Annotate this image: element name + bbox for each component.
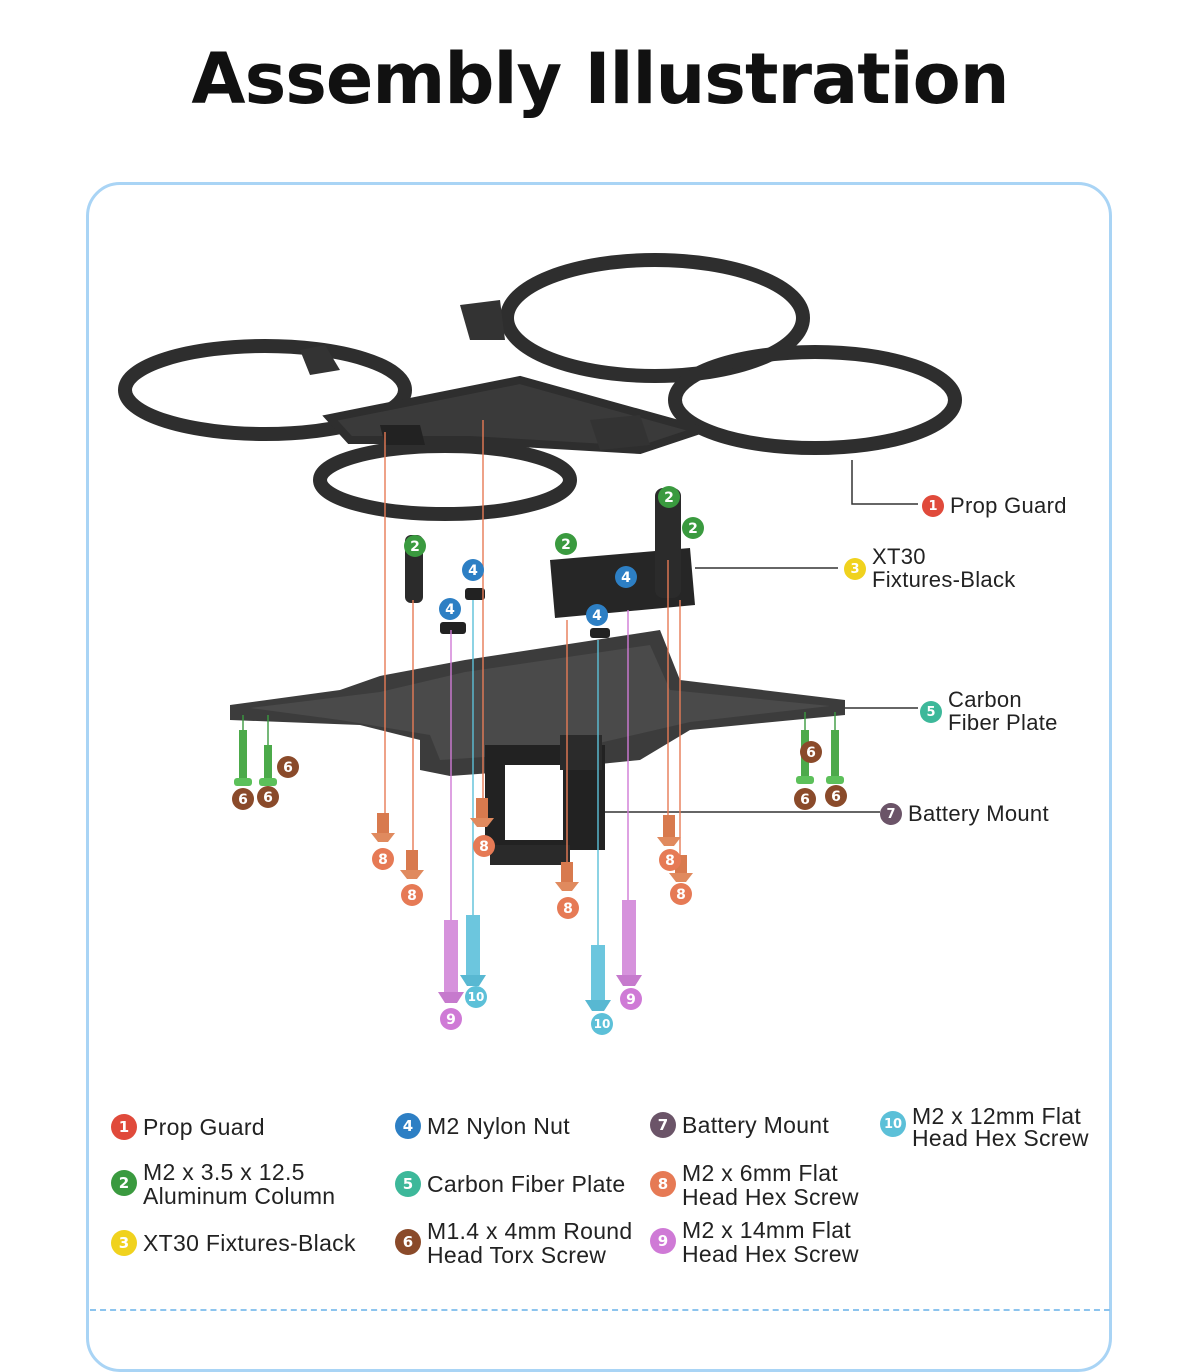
legend-label: M2 x 12mm Flat Head Hex Screw xyxy=(912,1103,1089,1151)
badge-6-c: 6 xyxy=(257,786,279,808)
svg-text:6: 6 xyxy=(831,789,841,805)
legend-item-carbon-plate: 5 Carbon Fiber Plate xyxy=(395,1169,625,1197)
svg-text:2: 2 xyxy=(664,490,674,506)
legend-label: Battery Mount xyxy=(682,1112,830,1138)
badge-8-b: 8 xyxy=(401,884,423,906)
callout-label: Battery Mount xyxy=(908,800,1049,826)
badge-2-a: 2 xyxy=(404,535,426,557)
legend-badge: 4 xyxy=(395,1113,421,1139)
badge-9-a: 9 xyxy=(440,1008,462,1030)
dashed-divider xyxy=(90,1309,1110,1311)
badge-6-e: 6 xyxy=(794,788,816,810)
legend-label: M2 x 6mm Flat Head Hex Screw xyxy=(682,1160,859,1210)
badge-6-a: 6 xyxy=(277,756,299,778)
legend-label: M2 Nylon Nut xyxy=(427,1113,570,1139)
legend-badge: 1 xyxy=(111,1114,137,1140)
badge-8-e: 8 xyxy=(659,849,681,871)
callout-carbon-plate: 5 Carbon Fiber Plate xyxy=(920,688,1058,734)
callout-label: XT30 Fixtures-Black xyxy=(872,544,1016,592)
badge-4-b: 4 xyxy=(439,598,461,620)
legend-badge: 6 xyxy=(395,1229,421,1255)
legend-item-aluminum-column: 2 M2 x 3.5 x 12.5 Aluminum Column xyxy=(111,1160,335,1208)
badge-10-a: 10 xyxy=(465,986,487,1008)
carbon-plate-drawing xyxy=(230,630,845,776)
badge-6-d: 6 xyxy=(800,741,822,763)
legend-badge: 7 xyxy=(650,1112,676,1138)
legend-item-xt30: 3 XT30 Fixtures-Black xyxy=(111,1228,356,1256)
badge-2-d: 2 xyxy=(682,517,704,539)
svg-text:8: 8 xyxy=(665,853,675,869)
legend-label: M2 x 14mm Flat Head Hex Screw xyxy=(682,1217,859,1267)
legend-item-flat-screw-12mm: 10 M2 x 12mm Flat Head Hex Screw xyxy=(880,1103,1089,1151)
legend-label: M2 x 3.5 x 12.5 Aluminum Column xyxy=(143,1159,336,1209)
svg-text:2: 2 xyxy=(688,521,698,537)
svg-text:10: 10 xyxy=(594,1017,611,1031)
callout-badge: 5 xyxy=(920,701,942,723)
svg-text:4: 4 xyxy=(468,563,478,579)
svg-text:8: 8 xyxy=(479,839,489,855)
svg-text:2: 2 xyxy=(410,539,420,555)
legend-item-flat-screw-6mm: 8 M2 x 6mm Flat Head Hex Screw xyxy=(650,1161,859,1209)
legend-badge: 8 xyxy=(650,1171,676,1197)
svg-text:6: 6 xyxy=(283,760,293,776)
badge-10-b: 10 xyxy=(591,1013,613,1035)
page-title: Assembly Illustration xyxy=(191,38,1009,120)
svg-text:4: 4 xyxy=(621,570,631,586)
legend-label: Prop Guard xyxy=(143,1114,265,1140)
legend-label: Carbon Fiber Plate xyxy=(427,1171,626,1197)
legend-badge: 10 xyxy=(880,1111,906,1137)
callout-label: Prop Guard xyxy=(950,492,1067,518)
badge-6-f: 6 xyxy=(825,785,847,807)
svg-text:6: 6 xyxy=(263,790,273,806)
callout-badge: 3 xyxy=(844,558,866,580)
prop-guard-drawing xyxy=(118,253,962,521)
badge-4-c: 4 xyxy=(615,566,637,588)
legend-item-prop-guard: 1 Prop Guard xyxy=(111,1112,265,1140)
callout-badge: 1 xyxy=(922,495,944,517)
badge-4-d: 4 xyxy=(586,604,608,626)
badge-9-b: 9 xyxy=(620,988,642,1010)
legend-badge: 2 xyxy=(111,1170,137,1196)
legend-badge: 3 xyxy=(111,1230,137,1256)
svg-text:6: 6 xyxy=(238,792,248,808)
callout-battery-mount: 7 Battery Mount xyxy=(880,801,1049,825)
svg-text:9: 9 xyxy=(446,1012,456,1028)
svg-text:10: 10 xyxy=(468,990,485,1004)
svg-text:8: 8 xyxy=(407,888,417,904)
svg-text:4: 4 xyxy=(592,608,602,624)
svg-text:2: 2 xyxy=(561,537,571,553)
badge-4-a: 4 xyxy=(462,559,484,581)
svg-text:9: 9 xyxy=(626,992,636,1008)
legend-item-battery-mount: 7 Battery Mount xyxy=(650,1110,829,1138)
battery-mount-drawing xyxy=(485,735,605,865)
legend-item-flat-screw-14mm: 9 M2 x 14mm Flat Head Hex Screw xyxy=(650,1218,859,1266)
svg-text:8: 8 xyxy=(563,901,573,917)
callout-label: Carbon Fiber Plate xyxy=(948,687,1058,735)
badge-6-b: 6 xyxy=(232,788,254,810)
badge-2-b: 2 xyxy=(555,533,577,555)
svg-text:6: 6 xyxy=(806,745,816,761)
legend-label: M1.4 x 4mm Round Head Torx Screw xyxy=(427,1218,633,1268)
badge-2-c: 2 xyxy=(658,486,680,508)
svg-text:6: 6 xyxy=(800,792,810,808)
svg-text:8: 8 xyxy=(676,887,686,903)
callout-badge: 7 xyxy=(880,803,902,825)
legend-badge: 5 xyxy=(395,1171,421,1197)
legend-label: XT30 Fixtures-Black xyxy=(143,1230,356,1256)
svg-text:8: 8 xyxy=(378,852,388,868)
badge-8-a: 8 xyxy=(372,848,394,870)
badge-8-f: 8 xyxy=(670,883,692,905)
legend-item-torx-screw: 6 M1.4 x 4mm Round Head Torx Screw xyxy=(395,1219,633,1267)
callout-xt30: 3 XT30 Fixtures-Black xyxy=(844,545,1016,591)
legend-item-nylon-nut: 4 M2 Nylon Nut xyxy=(395,1111,570,1139)
badge-8-c: 8 xyxy=(473,835,495,857)
svg-text:4: 4 xyxy=(445,602,455,618)
legend-badge: 9 xyxy=(650,1228,676,1254)
callout-prop-guard: 1 Prop Guard xyxy=(922,493,1067,517)
badge-8-d: 8 xyxy=(557,897,579,919)
